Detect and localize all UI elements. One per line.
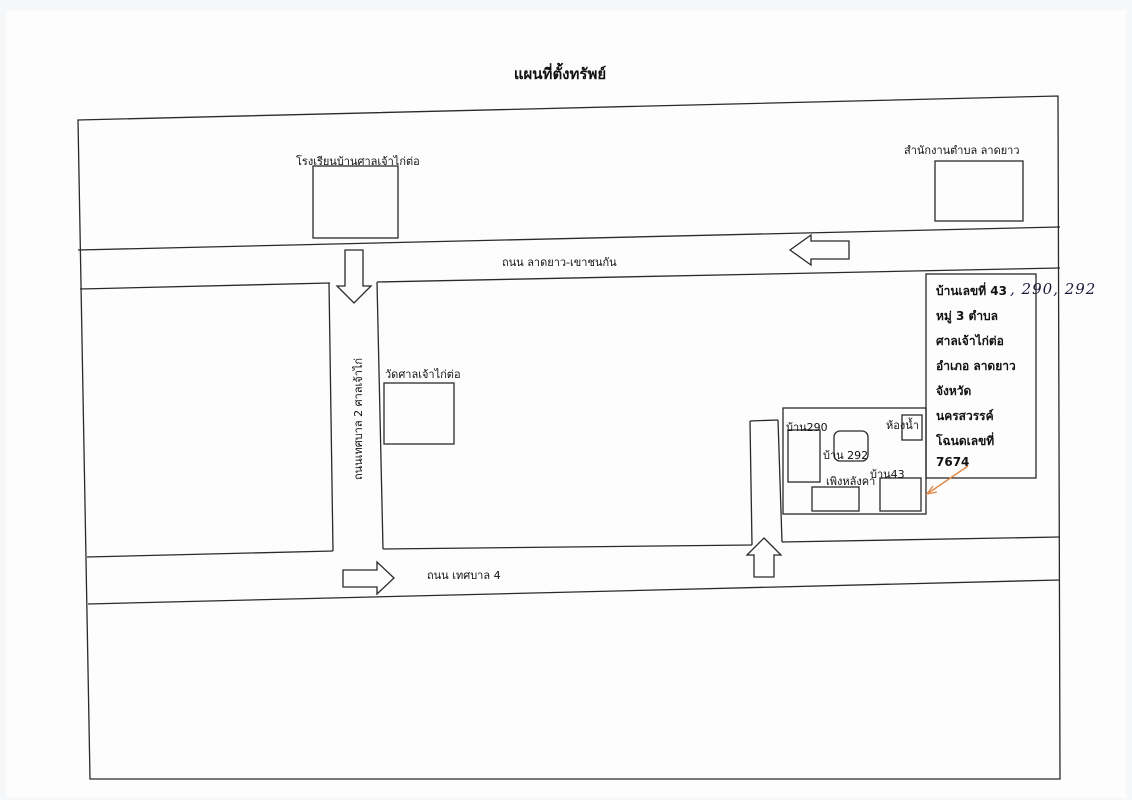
house-43-building [879, 477, 922, 512]
pointer-arrow [925, 465, 969, 496]
bathroom-building [901, 414, 923, 441]
info-house-number: บ้านเลขที่ 43 [936, 284, 1008, 298]
info-province-label: จังหวัด [936, 384, 972, 398]
handwritten-house-numbers: , 290, 292 [1010, 280, 1097, 298]
info-subdistrict: ศาลเจ้าไก่ต่อ [936, 334, 1004, 348]
house-292-building [833, 430, 869, 462]
info-province: นครสวรรค์ [936, 409, 994, 423]
map-title: แผนที่ตั้งทรัพย์ [513, 65, 607, 83]
school-label: โรงเรียนบ้านศาลเจ้าไก่ต่อ [296, 155, 420, 168]
main-road-label: ถนน ลาดยาว-เขาชนกัน [502, 256, 617, 269]
bathroom-label: ห้องน้ำ [886, 419, 919, 432]
road-edge [376, 267, 1061, 283]
side-road [749, 419, 779, 422]
road-edge [86, 550, 334, 558]
info-district: อำเภอ ลาดยาว [936, 359, 1016, 373]
road-edge [87, 579, 1061, 605]
block-edge [376, 281, 384, 550]
arrow-up-icon [745, 537, 783, 578]
house-292-label: บ้าน 292 [823, 449, 869, 462]
road-edge [77, 226, 1061, 251]
info-deed-label: โฉนดเลขที่ [936, 434, 995, 448]
lean-to-label: เพิงหลังคา [826, 475, 876, 488]
arrow-down-icon [335, 249, 373, 304]
arrow-left-icon [788, 233, 850, 267]
property-info-box: บ้านเลขที่ 43 หมู่ 3 ตำบล ศาลเจ้าไก่ต่อ … [926, 274, 1036, 478]
temple-building [383, 382, 455, 445]
subdistrict-office-label: สำนักงานตำบล ลาดยาว [904, 144, 1020, 157]
arrow-right-icon [342, 560, 395, 596]
road-edge [382, 544, 753, 550]
house-43-label: บ้าน43 [870, 468, 905, 481]
info-box-frame [925, 273, 1037, 479]
house-290-building [787, 429, 821, 483]
info-village: หมู่ 3 ตำบล [936, 309, 999, 323]
side-road [777, 419, 783, 543]
road-edge [79, 282, 331, 290]
map-border [77, 95, 1061, 780]
office-building [934, 160, 1024, 222]
school-building [312, 165, 399, 239]
temple-label: วัดศาลเจ้าไก่ต่อ [385, 368, 461, 381]
block-edge [328, 282, 334, 552]
paper-sheet [6, 10, 1126, 798]
house-290-label: บ้าน290 [786, 421, 828, 434]
info-deed-number: 7674 [936, 455, 970, 469]
vertical-road-label: ถนนเทศบาล 2 ศาลเจ้าไก่ [352, 357, 365, 480]
lean-to-building [811, 486, 860, 512]
road-edge [781, 536, 1061, 543]
lower-road-label: ถนน เทศบาล 4 [427, 569, 501, 582]
side-road [749, 420, 753, 546]
